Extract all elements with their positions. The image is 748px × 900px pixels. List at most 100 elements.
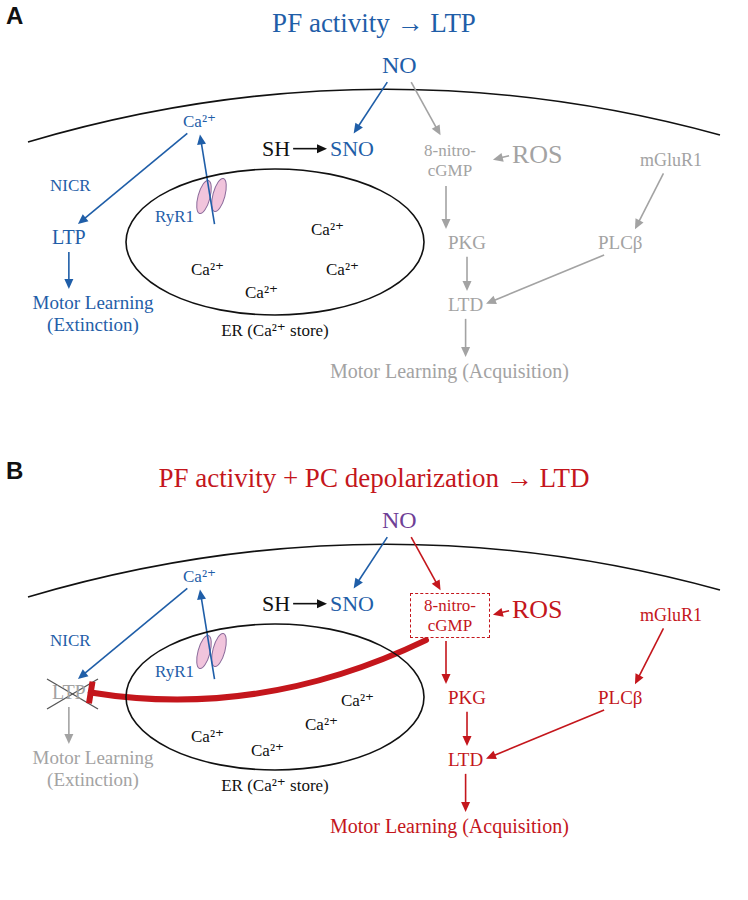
arrow-shaft xyxy=(445,641,447,676)
arrow-head xyxy=(442,219,451,229)
arrow-shaft xyxy=(493,255,604,301)
pathway-arrow xyxy=(354,82,388,133)
channel-label: NICR xyxy=(50,631,91,651)
ion-label: Ca²⁺ xyxy=(251,741,284,761)
pathway-arrow xyxy=(486,710,604,759)
ion-label: Ca²⁺ xyxy=(311,220,344,240)
pathway-arrow xyxy=(64,707,73,744)
arrow-head xyxy=(317,599,327,608)
arrow-shaft xyxy=(465,319,467,349)
arrow-head xyxy=(635,673,644,684)
inhibition-curve xyxy=(91,640,426,699)
arrow-shaft xyxy=(358,537,387,582)
messenger-box: 8-nitro-cGMP xyxy=(410,593,490,638)
enzyme-label: PKG xyxy=(448,687,486,709)
channel-label: RyR1 xyxy=(155,662,194,682)
molecule-label: ROS xyxy=(512,140,563,170)
ion-label: Ca²⁺ xyxy=(191,727,224,747)
cell-membrane xyxy=(28,544,720,597)
panel-title: PF activity → LTP xyxy=(0,8,748,39)
receptor-label: mGluR1 xyxy=(640,605,702,626)
node-text: NO xyxy=(382,507,417,535)
node-text: PKG xyxy=(448,687,486,709)
pathway-arrow xyxy=(635,628,663,684)
arrow-shaft xyxy=(465,774,467,804)
pathway-arrow xyxy=(64,252,73,289)
pathway-arrow xyxy=(461,319,470,357)
arrow-head xyxy=(432,124,441,135)
organelle-label: ER (Ca²⁺ store) xyxy=(125,321,425,341)
pathway-arrow xyxy=(463,257,472,291)
channel-label: RyR1 xyxy=(155,207,194,227)
arrow-shaft xyxy=(466,712,468,738)
node-text: SNO xyxy=(330,591,374,616)
outcome-label: Motor Learning (Acquisition) xyxy=(330,360,569,383)
arrow-head xyxy=(354,578,363,589)
pathway-arrow xyxy=(463,712,472,746)
node-text: SH xyxy=(262,591,290,616)
arrow-shaft xyxy=(293,148,319,150)
ion-label: Ca²⁺ xyxy=(305,715,338,735)
ion-label: Ca²⁺ xyxy=(341,691,374,711)
thiol-label: SH xyxy=(262,591,290,616)
arrow-head xyxy=(486,296,497,304)
node-text: PLCβ xyxy=(598,687,643,709)
pathway-arrow xyxy=(411,82,440,135)
plasticity-label: LTP xyxy=(52,681,86,704)
node-text: Motor Learning (Extinction) xyxy=(8,747,178,791)
enzyme-label: PLCβ xyxy=(598,687,643,709)
pathway-arrow xyxy=(354,537,388,588)
organelle-label: ER (Ca²⁺ store) xyxy=(125,776,425,796)
arrow-head xyxy=(461,347,470,357)
receptor-label: mGluR1 xyxy=(640,150,702,171)
plasticity-label: LTP xyxy=(52,226,86,249)
ion-label: Ca²⁺ xyxy=(191,260,224,280)
channel-label: NICR xyxy=(50,176,91,196)
arrow-shaft xyxy=(84,133,187,219)
pathway-arrow xyxy=(442,641,451,684)
node-text: Ca²⁺ xyxy=(183,112,216,132)
arrow-head xyxy=(442,674,451,684)
pathway-arrow xyxy=(411,537,440,590)
arrow-head xyxy=(197,135,206,146)
arrow-shaft xyxy=(466,257,468,283)
molecule-label: ROS xyxy=(512,595,563,625)
outcome-label: Motor Learning (Acquisition) xyxy=(330,815,569,838)
panel-title: PF activity + PC depolarization → LTD xyxy=(0,463,748,494)
node-text: SNO xyxy=(330,136,374,161)
pathway-arrow xyxy=(493,153,509,162)
node-text: LTD xyxy=(448,749,483,771)
plasticity-label: LTD xyxy=(448,294,483,316)
ion-label: Ca²⁺ xyxy=(326,260,359,280)
arrow-shaft xyxy=(68,252,70,281)
molecule-label: NO xyxy=(382,507,417,535)
arrow-head xyxy=(354,123,363,134)
inhibition-bar xyxy=(89,682,93,704)
node-text: PLCβ xyxy=(598,232,643,254)
arrow-head xyxy=(463,281,472,291)
panel-letter: A xyxy=(6,2,23,30)
enzyme-label: PKG xyxy=(448,232,486,254)
arrow-shaft xyxy=(411,82,436,128)
cross-out-mark xyxy=(47,679,98,709)
arrow-shaft xyxy=(68,707,70,736)
arrow-shaft xyxy=(639,628,664,677)
node-text: ROS xyxy=(512,140,563,170)
node-text: mGluR1 xyxy=(640,605,702,626)
er-membrane xyxy=(126,624,424,770)
arrow-head xyxy=(197,590,206,601)
ion-label: Ca²⁺ xyxy=(183,112,216,132)
arrow-shaft xyxy=(411,537,436,583)
arrow-head xyxy=(493,153,504,162)
arrow-shaft xyxy=(293,603,319,605)
node-text: LTD xyxy=(448,294,483,316)
arrow-shaft xyxy=(201,597,214,679)
arrow-head xyxy=(461,802,470,812)
outcome-label: Motor Learning (Extinction) xyxy=(8,292,178,336)
node-text: Motor Learning (Extinction) xyxy=(8,292,178,336)
node-text: LTP xyxy=(52,681,86,704)
plasticity-label: LTD xyxy=(448,749,483,771)
node-text: NO xyxy=(382,52,417,80)
